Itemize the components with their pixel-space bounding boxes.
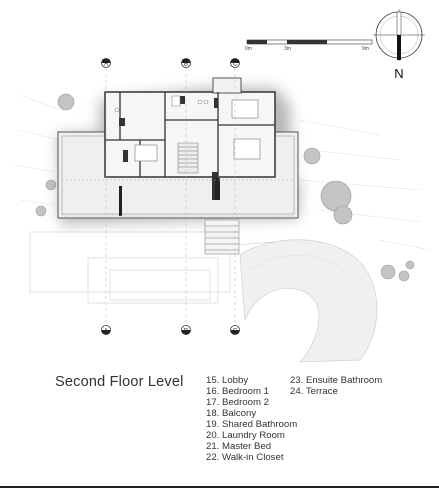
svg-text:C: C [233, 62, 238, 68]
trees [35, 93, 415, 282]
curved-terrace [239, 239, 378, 363]
legend-item: 24. Terrace [290, 386, 338, 397]
legend-item: 15. Lobby [206, 375, 249, 386]
section-marker-a-top: A [101, 58, 111, 68]
drawing-title: Second Floor Level [55, 374, 184, 390]
legend-item: 23. Ensuite Bathroom [290, 375, 383, 386]
legend-item: 19. Shared Bathroom [206, 419, 298, 430]
room-legend-column-2: 23. Ensuite Bathroom 24. Terrace [290, 375, 382, 397]
stair [177, 142, 199, 174]
scale-label-9: 9m [362, 46, 369, 52]
svg-text:B: B [184, 62, 188, 68]
section-marker-c-bottom: C [230, 325, 240, 335]
scale-bar: 0m 3m 9m [245, 39, 373, 52]
legend-item: 17. Bedroom 2 [206, 397, 269, 408]
legend-item: 16. Bedroom 1 [206, 386, 269, 397]
north-label: N [394, 66, 403, 81]
section-lines [105, 68, 236, 326]
section-marker-b-bottom: B [181, 325, 191, 335]
section-marker-c-top: C [230, 58, 240, 68]
floor-plan-drawing: A B C A B C [14, 9, 431, 363]
building-plan [57, 77, 299, 255]
svg-text:A: A [104, 62, 108, 68]
legend-item: 21. Master Bed [206, 441, 272, 452]
scale-label-3: 3m [284, 46, 291, 52]
svg-text:A: A [104, 329, 108, 335]
terrace-steps [204, 219, 240, 255]
bottom-border [0, 486, 439, 488]
legend-item: 22. Walk-in Closet [206, 452, 284, 463]
section-marker-a-bottom: A [101, 325, 111, 335]
section-markers-bottom: A B C [101, 325, 240, 335]
site-contour-lines [14, 94, 431, 251]
legend-item: 20. Laundry Room [206, 430, 285, 441]
room-legend-column-1: 15. Lobby 16. Bedroom 1 17. Bedroom 2 18… [206, 375, 297, 463]
svg-text:C: C [233, 329, 238, 335]
legend-item: 18. Balcony [206, 408, 257, 419]
north-arrow-icon: N [373, 9, 425, 81]
section-markers-top: A B C [101, 58, 240, 68]
scale-label-0: 0m [245, 46, 252, 52]
section-marker-b-top: B [181, 58, 191, 68]
svg-text:B: B [184, 329, 188, 335]
